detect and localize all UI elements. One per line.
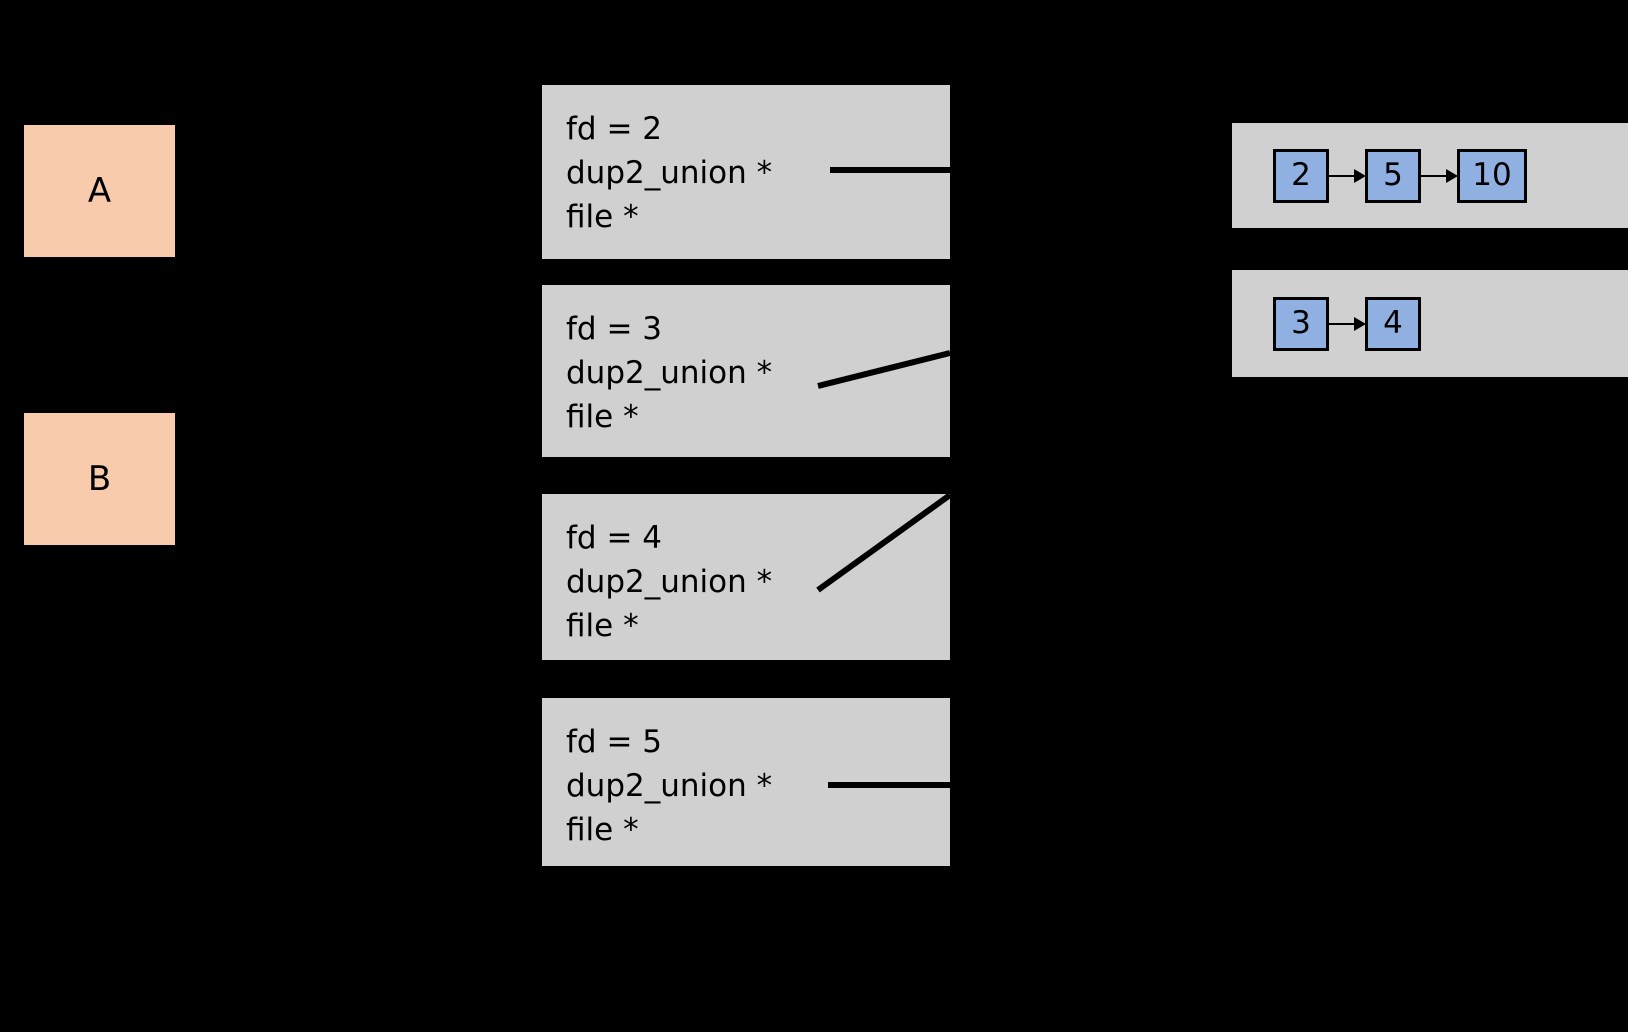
- chain-arrow-icon: [1329, 314, 1366, 334]
- arrow-head: [1446, 168, 1458, 183]
- dup2-union-chain-panel: 3 4: [1232, 270, 1628, 377]
- chain-node: 5: [1365, 148, 1421, 203]
- fd-entry-box: fd = 2 dup2_union * file *: [542, 85, 950, 259]
- process-box-a: A: [24, 125, 175, 257]
- dup2-union-pointer-text: dup2_union *: [566, 355, 773, 391]
- arrow-shaft: [1329, 322, 1357, 325]
- process-label: A: [87, 171, 112, 211]
- fd-number-text: fd = 4: [566, 520, 662, 556]
- process-box-b: B: [24, 413, 175, 545]
- dup2-union-chain-panel: 2 5 10: [1232, 123, 1628, 228]
- chain-node: 4: [1365, 296, 1421, 351]
- process-label: B: [87, 459, 112, 499]
- chain-node-list: 2 5 10: [1273, 123, 1527, 228]
- arrow-shaft: [1421, 174, 1449, 177]
- chain-node: 10: [1457, 148, 1527, 203]
- fd-entry-box: fd = 4 dup2_union * file *: [542, 492, 952, 660]
- arrow-head: [1354, 168, 1366, 183]
- file-pointer-text: file *: [566, 608, 639, 644]
- fd-number-text: fd = 5: [566, 724, 662, 760]
- fd-number-text: fd = 3: [566, 311, 662, 347]
- dup2-union-pointer-text: dup2_union *: [566, 155, 773, 191]
- fd-entry-box: fd = 3 dup2_union * file *: [542, 285, 951, 457]
- file-pointer-text: file *: [566, 399, 639, 435]
- fd-number-text: fd = 2: [566, 111, 662, 147]
- fd-entry-box: fd = 5 dup2_union * file *: [542, 698, 950, 866]
- arrow-head: [1354, 316, 1366, 331]
- chain-arrow-icon: [1329, 166, 1366, 186]
- file-pointer-text: file *: [566, 812, 639, 848]
- chain-arrow-icon: [1421, 166, 1458, 186]
- chain-node: 3: [1273, 296, 1329, 351]
- dup2-union-pointer-text: dup2_union *: [566, 768, 773, 804]
- file-pointer-text: file *: [566, 199, 639, 235]
- chain-node: 2: [1273, 148, 1329, 203]
- chain-node-list: 3 4: [1273, 270, 1421, 377]
- arrow-shaft: [1329, 174, 1357, 177]
- dup2-union-pointer-text: dup2_union *: [566, 564, 773, 600]
